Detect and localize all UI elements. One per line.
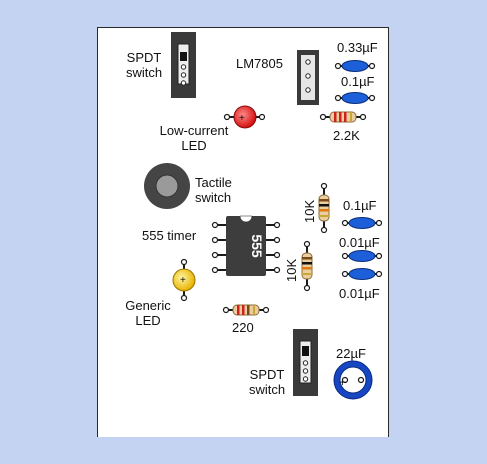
label-cap-001uf-b: 0.01µF (339, 286, 380, 301)
resistor-2-2k (319, 111, 367, 123)
label-line: Generic (125, 298, 171, 313)
label-cap-033uf: 0.33µF (337, 40, 378, 55)
svg-text:+: + (339, 375, 346, 389)
label-cap-22uf: 22µF (336, 346, 366, 361)
label-line: LED (181, 138, 207, 153)
spdt-switch-top (171, 32, 196, 98)
tactile-switch (144, 163, 190, 209)
resistor-10k-upper (318, 182, 330, 234)
capacitor-01uf-top (334, 91, 376, 105)
capacitor-01uf-mid (341, 216, 383, 230)
label-resistor-220: 220 (232, 320, 254, 335)
label-cap-01uf-mid: 0.1µF (343, 198, 377, 213)
label-spdt-switch-bottom: SPDT switch (243, 367, 291, 397)
label-line: SPDT (249, 367, 285, 382)
label-line: switch (248, 382, 286, 397)
label-line: LED (135, 313, 161, 328)
capacitor-001uf-b (341, 267, 383, 281)
label-cap-01uf-top: 0.1µF (341, 74, 375, 89)
spdt-switch-bottom (293, 329, 318, 396)
generic-led: + (172, 258, 196, 302)
lm7805-regulator (297, 50, 319, 105)
label-lm7805: LM7805 (236, 56, 283, 71)
label-line: Low-current (159, 123, 229, 138)
label-line: switch (125, 65, 163, 80)
electrolytic-capacitor-22uf: + (333, 360, 373, 400)
svg-text:+: + (239, 113, 245, 124)
label-low-current-led: Low-current LED (150, 123, 238, 153)
resistor-10k-lower (301, 240, 313, 292)
label-line: SPDT (126, 50, 162, 65)
label-555-timer: 555 timer (142, 228, 197, 243)
label-tactile-switch: Tactile switch (195, 175, 232, 205)
label-line: Tactile (195, 175, 232, 190)
label-resistor-10k-upper: 10K (302, 199, 317, 223)
label-line: switch (195, 190, 232, 205)
label-generic-led: Generic LED (118, 298, 178, 328)
capacitor-001uf-a (341, 249, 383, 263)
low-current-led: + (223, 105, 266, 129)
label-spdt-switch-top: SPDT switch (120, 50, 168, 80)
ic-555-timer: 555 (211, 215, 281, 276)
ic-marking: 555 (249, 234, 265, 258)
label-resistor-2-2k: 2.2K (333, 128, 360, 143)
label-resistor-10k-lower: 10K (284, 258, 299, 282)
resistor-220 (222, 304, 270, 316)
label-cap-001uf-a: 0.01µF (339, 235, 380, 250)
capacitor-033uf (334, 59, 376, 73)
svg-text:+: + (180, 275, 186, 286)
